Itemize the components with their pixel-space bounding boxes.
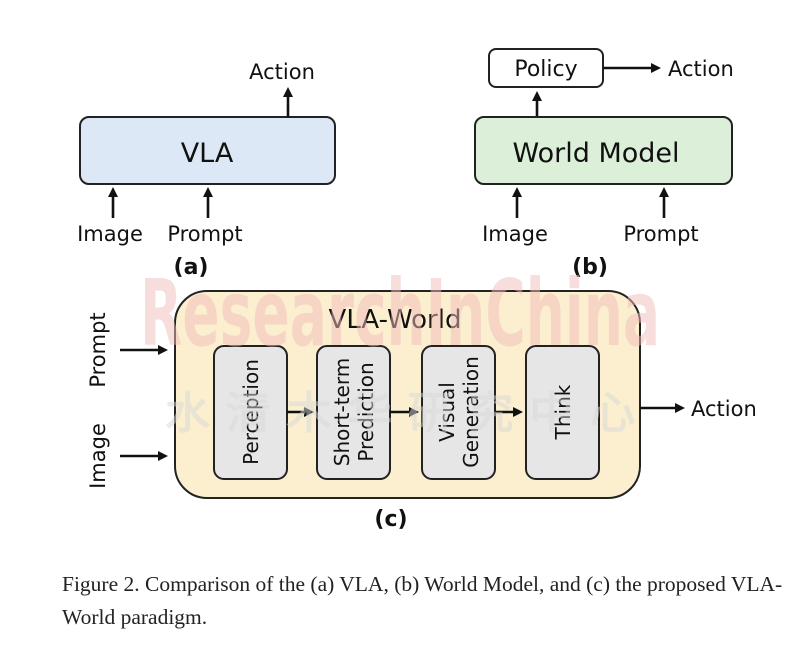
stage-generation-label: Generation <box>459 356 483 468</box>
diagram: VLA Action Image Prompt (a) Policy Actio… <box>77 48 757 532</box>
policy-box-label: Policy <box>514 57 577 82</box>
stage-visual-label: Visual <box>435 382 459 442</box>
vla-box-label: VLA <box>181 138 234 169</box>
panel-b-label: (b) <box>572 255 608 280</box>
stage-think-label: Think <box>551 384 575 440</box>
stage-prediction-label: Prediction <box>354 362 378 461</box>
stage-perception-label: Perception <box>239 359 263 465</box>
watermark: ResearchInChina 水 清 木 华 研 究 中 心 <box>140 260 660 439</box>
panel-c: VLA-World Prompt Image Perception Short-… <box>86 290 757 532</box>
panel-c-label: (c) <box>374 507 407 532</box>
figure-caption: Figure 2. Comparison of the (a) VLA, (b)… <box>62 572 783 629</box>
panel-a-label: (a) <box>174 255 209 280</box>
vla-box <box>79 116 336 185</box>
stage-think <box>525 345 600 480</box>
vla-output-label: Action <box>249 60 315 84</box>
vlaw-prompt-label: Prompt <box>86 312 110 387</box>
panel-a: VLA Action Image Prompt (a) <box>77 60 336 280</box>
vla-prompt-label: Prompt <box>167 222 242 246</box>
vla-image-label: Image <box>77 222 143 246</box>
panel-b: Policy Action World Model Image Prompt (… <box>474 48 734 280</box>
vla-world-box <box>174 290 641 499</box>
stage-short-term-label: Short-term <box>330 358 354 466</box>
wm-image-label: Image <box>482 222 548 246</box>
policy-output-label: Action <box>668 57 734 81</box>
vlaw-image-label: Image <box>86 423 110 489</box>
wm-prompt-label: Prompt <box>623 222 698 246</box>
vlaw-output-label: Action <box>691 397 757 421</box>
world-model-box-label: World Model <box>512 138 679 169</box>
watermark-brand: ResearchInChina <box>140 260 660 367</box>
watermark-chinese: 水 清 木 华 研 究 中 心 <box>165 388 635 439</box>
vla-world-title: VLA-World <box>329 305 462 335</box>
world-model-box <box>474 116 733 185</box>
